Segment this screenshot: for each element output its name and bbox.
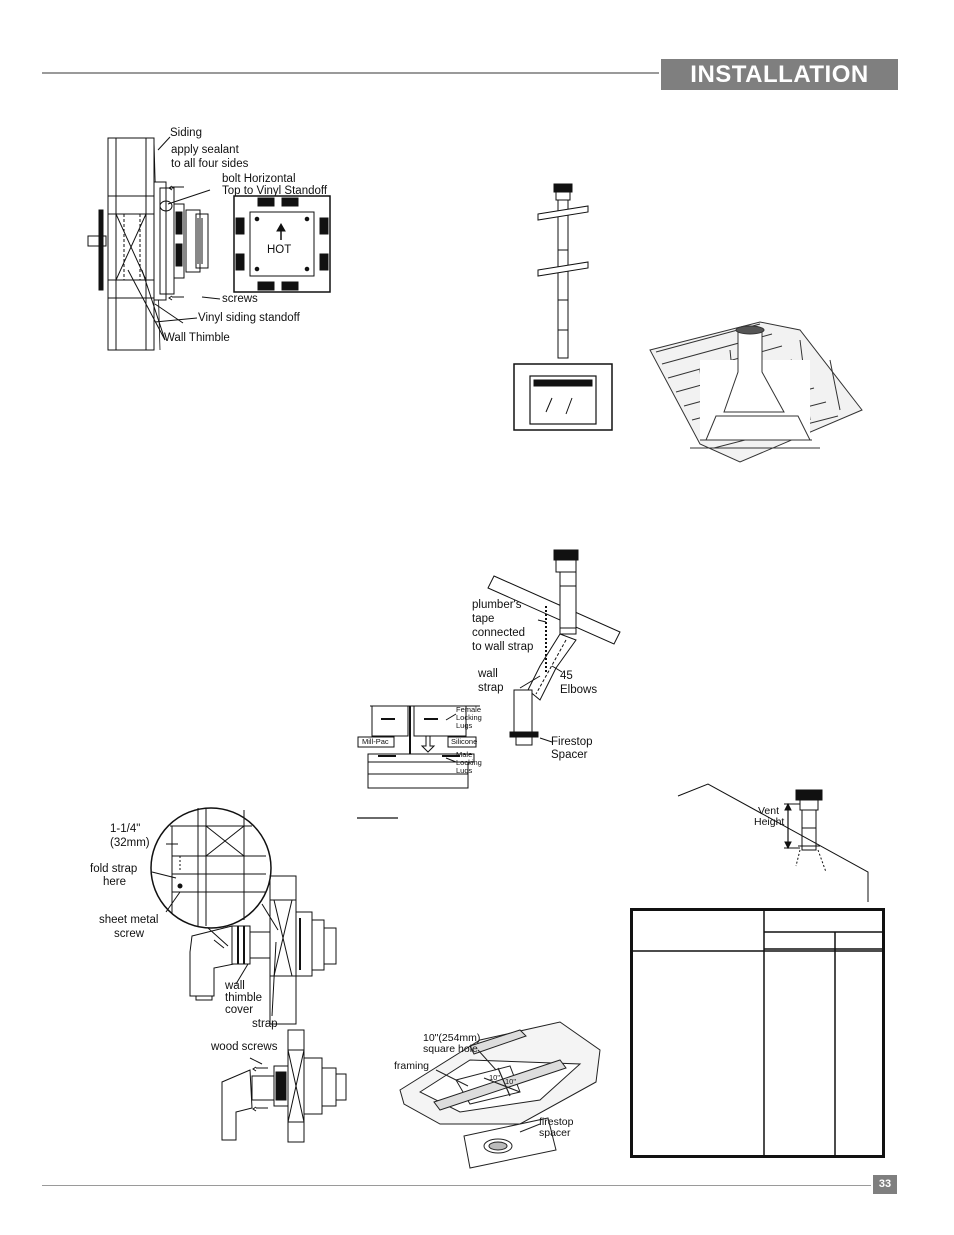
label-screw: screw	[114, 928, 145, 940]
page-number: 33	[873, 1175, 897, 1194]
label-45: 45	[560, 670, 573, 682]
label-wall-thimble: Wall Thimble	[164, 332, 230, 344]
label-strap-detail: strap	[252, 1018, 278, 1030]
label-apply-sealant: apply sealant	[171, 144, 239, 156]
label-silicone: Silicone	[451, 737, 478, 746]
label-male-lugs: Lugs	[456, 766, 473, 775]
section-title: INSTALLATION	[661, 59, 898, 90]
label-square-hole: square hole	[423, 1043, 478, 1055]
label-vinyl-standoff: Vinyl siding standoff	[198, 312, 300, 324]
label-elbows: Elbows	[560, 684, 598, 696]
footer-rule	[42, 1185, 871, 1186]
label-dim-a: 10"	[489, 1073, 501, 1082]
label-female-locking: Locking	[456, 713, 482, 722]
label-hole-size: 10"(254mm)	[423, 1032, 481, 1044]
roof-flashing-drawing	[649, 321, 863, 463]
label-dim-b: 10"	[505, 1077, 517, 1086]
label-firestop-small: firestop	[539, 1116, 574, 1128]
label-male-locking: Locking	[456, 758, 482, 767]
thimble-front-view-drawing	[233, 195, 331, 293]
label-millpac: Mill-Pac	[362, 737, 389, 746]
label-plumbers: plumber's	[472, 599, 522, 611]
vent-height-drawing	[677, 783, 869, 902]
label-thimble-cover: thimble	[225, 992, 263, 1004]
vertical-vent-fireplace-drawing	[513, 183, 613, 431]
label-wood-screws: wood screws	[211, 1041, 278, 1053]
label-cover: cover	[225, 1004, 254, 1016]
label-male: Male	[456, 750, 473, 759]
label-dimension: 1-1/4"	[110, 823, 141, 835]
label-strap: strap	[478, 682, 504, 694]
label-hot: HOT	[267, 244, 292, 256]
label-dimension-mm: (32mm)	[110, 837, 150, 849]
header-rule	[42, 72, 659, 74]
label-height: Height	[754, 816, 785, 828]
label-fold-strap: fold strap	[90, 863, 138, 875]
label-framing: framing	[394, 1060, 430, 1072]
strap-detail-drawing	[150, 807, 279, 931]
offset-45-elbow-drawing	[487, 549, 621, 746]
locking-lugs-detail-drawing	[357, 705, 480, 789]
label-connected: connected	[472, 627, 526, 639]
wood-screws-drawing	[221, 1029, 347, 1143]
vent-height-table	[630, 908, 885, 1158]
label-bolt-horizontal: bolt Horizontal	[222, 173, 296, 185]
label-female-lugs: Lugs	[456, 721, 473, 730]
vent-table-grid	[633, 911, 882, 1156]
wall-thimble-section-drawing	[87, 136, 221, 351]
label-tape: tape	[472, 613, 495, 625]
label-siding: Siding	[170, 127, 202, 139]
elbow-wall-thimble-drawing	[189, 875, 337, 1025]
label-sheet-metal: sheet metal	[99, 914, 159, 926]
label-four-sides: to all four sides	[171, 158, 249, 170]
label-female: Female	[456, 705, 482, 714]
label-here: here	[103, 876, 127, 888]
label-wall-cover: wall	[225, 980, 245, 992]
label-vent: Vent	[758, 805, 780, 817]
label-to-wall-strap: to wall strap	[472, 641, 534, 653]
label-screws: screws	[222, 293, 258, 305]
label-spacer-small: spacer	[539, 1127, 571, 1139]
framing-firestop-drawing	[399, 1021, 601, 1169]
label-wall: wall	[478, 668, 498, 680]
label-spacer: Spacer	[551, 749, 588, 761]
label-top-to-vinyl: Top to Vinyl Standoff	[222, 185, 328, 197]
label-firestop: Firestop	[551, 736, 593, 748]
